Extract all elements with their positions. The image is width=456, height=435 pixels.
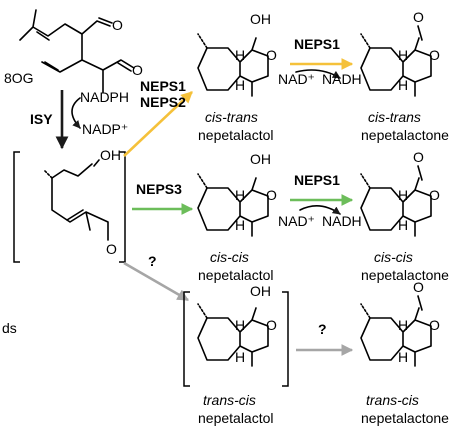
neps1-middle-label: NEPS1 [294, 172, 340, 188]
cc-lactol-h-atom-1: H [235, 187, 245, 203]
tc-lactol-name-label: nepetalactol [198, 410, 274, 426]
neps12-arrow [123, 91, 193, 157]
substrate-8og-structure: O O [19, 9, 143, 93]
enol-aldehyde-o-atom: O [106, 241, 117, 257]
nad-middle-curved-arrow [299, 205, 341, 215]
cc-lactol-stereo-label: cis-cis [210, 249, 249, 265]
ct-lactol-h-atom-1: H [235, 47, 245, 63]
neps2-label-top-route: NEPS2 [140, 94, 186, 110]
unknown-route-label: ? [148, 253, 157, 269]
nad-in-top-label: NAD⁺ [278, 71, 315, 87]
cc-lactone-name-label: nepetalactone [361, 267, 449, 283]
tc-lactone-h-atom-2: H [398, 349, 408, 365]
ct-lactone-name-label: nepetalactone [361, 127, 449, 143]
tc-lactone-name-label: nepetalactone [361, 410, 449, 426]
ct-lactol-h-atom-2: H [235, 77, 245, 93]
ct-lactol-oh-atom: OH [250, 11, 271, 27]
unknown-oxidation-label: ? [318, 321, 327, 337]
neps3-label: NEPS3 [136, 181, 182, 197]
cc-lactone-stereo-label: cis-cis [374, 249, 413, 265]
trans-cis-nepetalactol-structure: OH O H H [183, 283, 289, 387]
neps1-label-top-route: NEPS1 [140, 78, 186, 94]
ct-lactone-o-ring: O [429, 47, 440, 63]
cis-cis-nepetalactol-structure: OH O H H [197, 151, 277, 237]
ct-lactone-h-atom-1: H [398, 47, 408, 63]
nad-in-middle-label: NAD⁺ [278, 213, 315, 229]
tc-lactol-o-atom: O [266, 317, 277, 333]
tc-lactol-h-atom-2: H [235, 349, 245, 365]
cis-cis-nepetalactone-structure: O O H H [360, 149, 440, 237]
nadh-out-middle-label: NADH [322, 213, 362, 229]
tc-lactol-stereo-label: trans-cis [203, 392, 256, 408]
nadph-label: NADPH [80, 89, 129, 105]
cc-lactol-oh-atom: OH [250, 151, 271, 167]
cc-lactol-h-atom-2: H [235, 217, 245, 233]
cropped-edge-text: ds [2, 320, 17, 336]
substrate-aldehyde-o-atom-2: O [132, 62, 143, 78]
nadh-out-top-label: NADH [322, 71, 362, 87]
ct-lactone-o-carbonyl: O [413, 9, 424, 25]
cc-lactone-o-carbonyl: O [413, 149, 424, 165]
cc-lactone-h-atom-2: H [398, 217, 408, 233]
tc-lactone-stereo-label: trans-cis [366, 392, 419, 408]
tc-lactol-oh-atom: OH [250, 283, 271, 299]
unknown-route-arrow [123, 261, 190, 302]
cc-lactone-h-atom-1: H [398, 187, 408, 203]
ct-lactone-stereo-label: cis-trans [368, 109, 421, 125]
neps1-top-label: NEPS1 [294, 36, 340, 52]
ct-lactol-o-atom: O [266, 47, 277, 63]
tc-lactone-h-atom-1: H [398, 317, 408, 333]
cc-lactol-name-label: nepetalactol [198, 267, 274, 283]
isy-enzyme-label: ISY [30, 111, 53, 127]
ct-lactol-name-label: nepetalactol [198, 127, 274, 143]
enol-intermediate-structure: OH O [13, 147, 126, 263]
tc-lactone-o-carbonyl: O [413, 279, 424, 295]
tc-lactone-o-ring: O [429, 317, 440, 333]
cc-lactone-o-ring: O [429, 187, 440, 203]
substrate-label: 8OG [4, 70, 34, 86]
cis-trans-nepetalactone-structure: O O H H [360, 9, 440, 97]
ct-lactone-h-atom-2: H [398, 77, 408, 93]
substrate-aldehyde-o-atom: O [112, 17, 123, 33]
tc-lactol-h-atom-1: H [235, 317, 245, 333]
ct-lactol-stereo-label: cis-trans [205, 109, 258, 125]
nadph-curved-arrow [71, 97, 81, 129]
trans-cis-nepetalactone-structure: O O H H [360, 279, 440, 367]
nadp-label: NADP⁺ [82, 121, 128, 137]
cis-trans-nepetalactol-structure: OH O H H [197, 11, 277, 97]
cc-lactol-o-atom: O [266, 187, 277, 203]
nad-top-curved-arrow [295, 69, 341, 79]
enol-oh-atom: OH [100, 147, 121, 163]
